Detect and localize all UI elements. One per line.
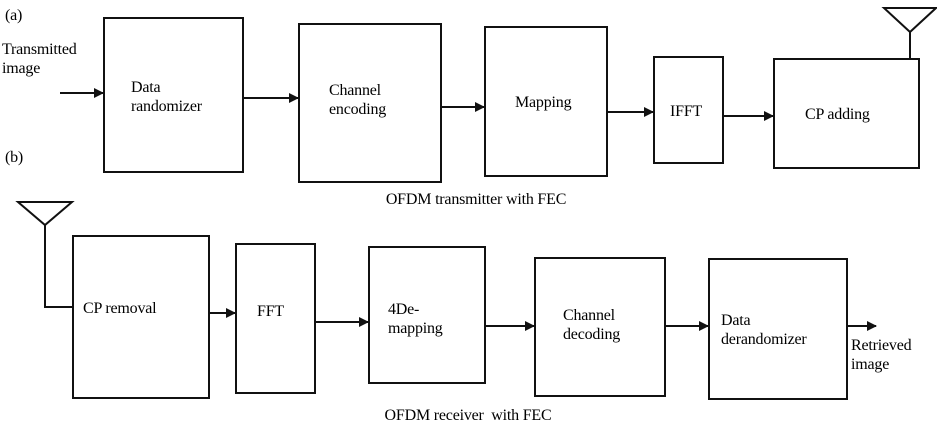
transmitted-image-label: Transmitted image: [2, 41, 77, 77]
demapping-block: [368, 246, 486, 384]
channel-encoding-block: [298, 23, 442, 183]
panel-label-a: (a): [5, 7, 23, 24]
mapping-label: Mapping: [515, 94, 572, 111]
channel-decoding-block: [534, 257, 666, 397]
data-randomizer-block: [103, 17, 244, 173]
cp-adding-block: [773, 58, 920, 169]
cp-adding-label: CP adding: [805, 106, 870, 123]
mapping-block: [484, 26, 608, 177]
fft-label: FFT: [257, 303, 284, 320]
cp-removal-block: [72, 235, 210, 399]
cp-removal-label: CP removal: [83, 300, 157, 317]
ifft-label: IFFT: [670, 103, 703, 120]
transmitter-caption: OFDM transmitter with FEC: [385, 191, 567, 208]
data-derandomizer-label: Data derandomizer: [721, 312, 807, 348]
retrieved-image-label: Retrieved image: [851, 337, 912, 373]
data-randomizer-label: Data randomizer: [131, 79, 202, 115]
ifft-block: [653, 56, 724, 164]
fft-block: [235, 243, 316, 394]
channel-encoding-label: Channel encoding: [329, 82, 387, 118]
demapping-label: 4De- mapping: [388, 301, 443, 337]
tx-antenna-icon: [881, 7, 937, 34]
data-derandomizer-block: [708, 258, 848, 400]
rx-antenna-feed: [44, 225, 72, 308]
receiver-caption: OFDM receiver with FEC: [384, 407, 552, 424]
panel-label-b: (b): [5, 149, 24, 166]
channel-decoding-label: Channel decoding: [563, 307, 621, 343]
rx-antenna-icon: [15, 201, 75, 227]
